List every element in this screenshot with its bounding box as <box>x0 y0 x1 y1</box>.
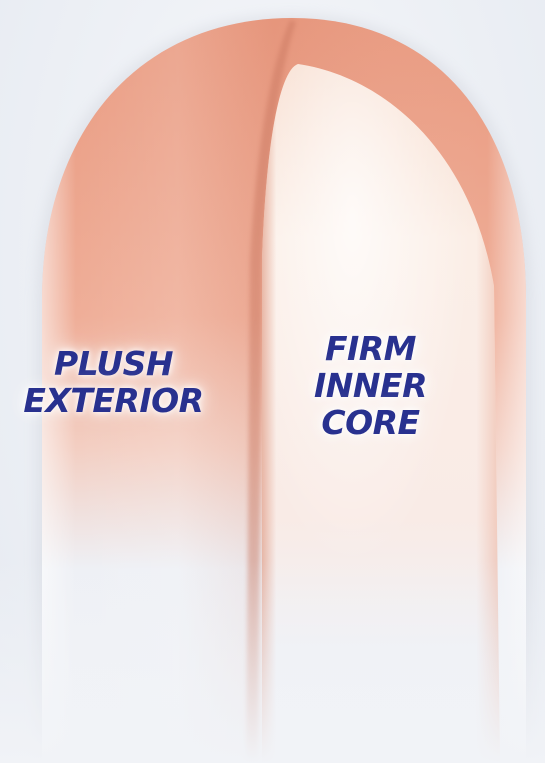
firm-inner-core-label-line-1: FIRM <box>278 331 463 368</box>
firm-inner-core-label: FIRM INNER CORE <box>278 331 463 442</box>
plush-exterior-label-line-2: EXTERIOR <box>6 383 221 420</box>
firm-inner-core-label-line-3: CORE <box>278 405 463 442</box>
plush-exterior-label-line-1: PLUSH <box>6 346 221 383</box>
plush-exterior-label: PLUSH EXTERIOR <box>6 346 221 420</box>
bottom-fade <box>0 560 545 763</box>
firm-inner-core-label-line-2: INNER <box>278 368 463 405</box>
